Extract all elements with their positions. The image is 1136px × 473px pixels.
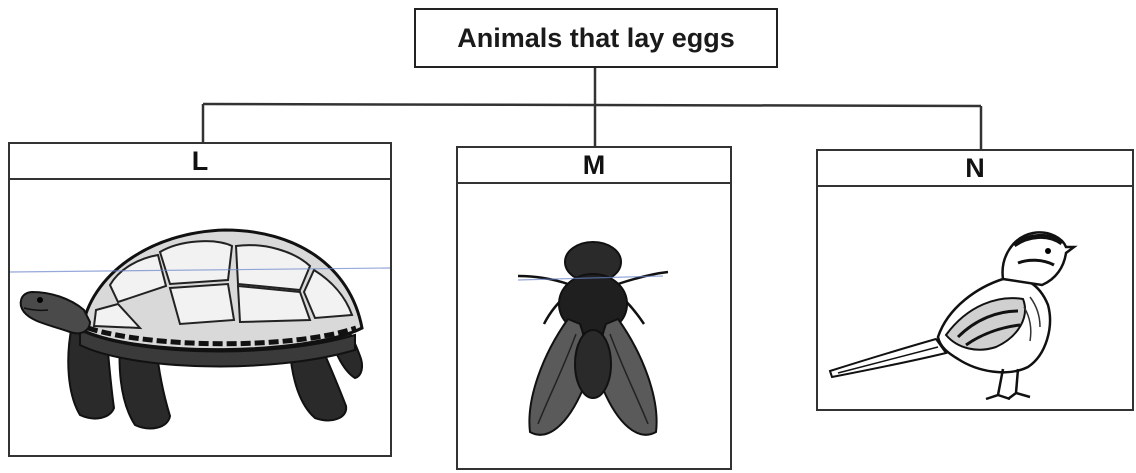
root-node-label: Animals that lay eggs [457,23,735,54]
bird-illustration [818,187,1132,409]
panel-m-body [458,184,730,468]
panel-n: N [816,149,1134,411]
panel-n-header: N [818,151,1132,187]
panel-m: M [456,146,732,470]
panel-m-label: M [583,150,606,181]
fly-illustration [458,184,730,468]
panel-n-label: N [965,153,985,184]
horizontal-branch-line [203,104,981,106]
panel-l-body [10,180,390,455]
tortoise-illustration [10,180,390,455]
panel-l-label: L [192,146,209,177]
panel-n-body [818,187,1132,409]
panel-m-header: M [458,148,730,184]
panel-l: L [8,142,392,457]
root-node-box: Animals that lay eggs [414,8,778,68]
panel-l-header: L [10,144,390,180]
